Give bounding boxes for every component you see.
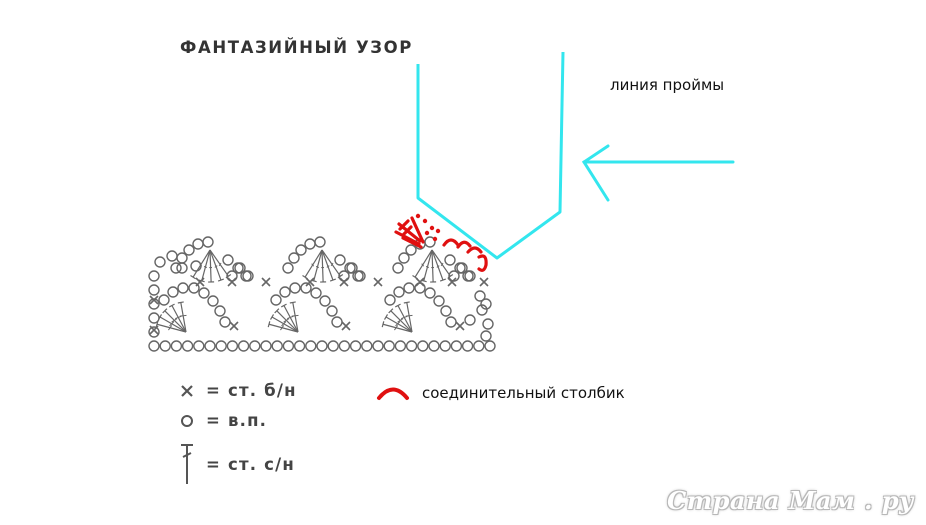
legend-text-ch: = в.п. [206,411,268,430]
slip-stitch-label: соединительный столбик [422,384,625,402]
armhole-line [416,51,565,260]
circle-icon [176,414,198,428]
slip-stitch-dots [415,213,441,242]
pattern-title: ФАНТАЗИЙНЫЙ УЗОР [180,38,413,57]
legend-text-sc: = ст. б/н [206,381,297,400]
legend-row-dc: = ст. с/н [176,442,295,486]
legend-text-dc: = ст. с/н [206,454,295,474]
arrow-icon [581,144,735,202]
site-watermark: Страна Мам . ру [667,486,914,515]
legend-row-ch: = в.п. [176,411,267,430]
slip-stitch-legend: соединительный столбик [376,383,625,403]
armhole-line-label: линия проймы [610,76,725,94]
crochet-chart [148,236,496,352]
cross-icon [176,384,198,398]
slip-stitch-marks [394,216,488,272]
slip-stitch-icon [377,387,409,400]
tee-icon [176,442,198,486]
legend-row-sc: = ст. б/н [176,381,297,400]
